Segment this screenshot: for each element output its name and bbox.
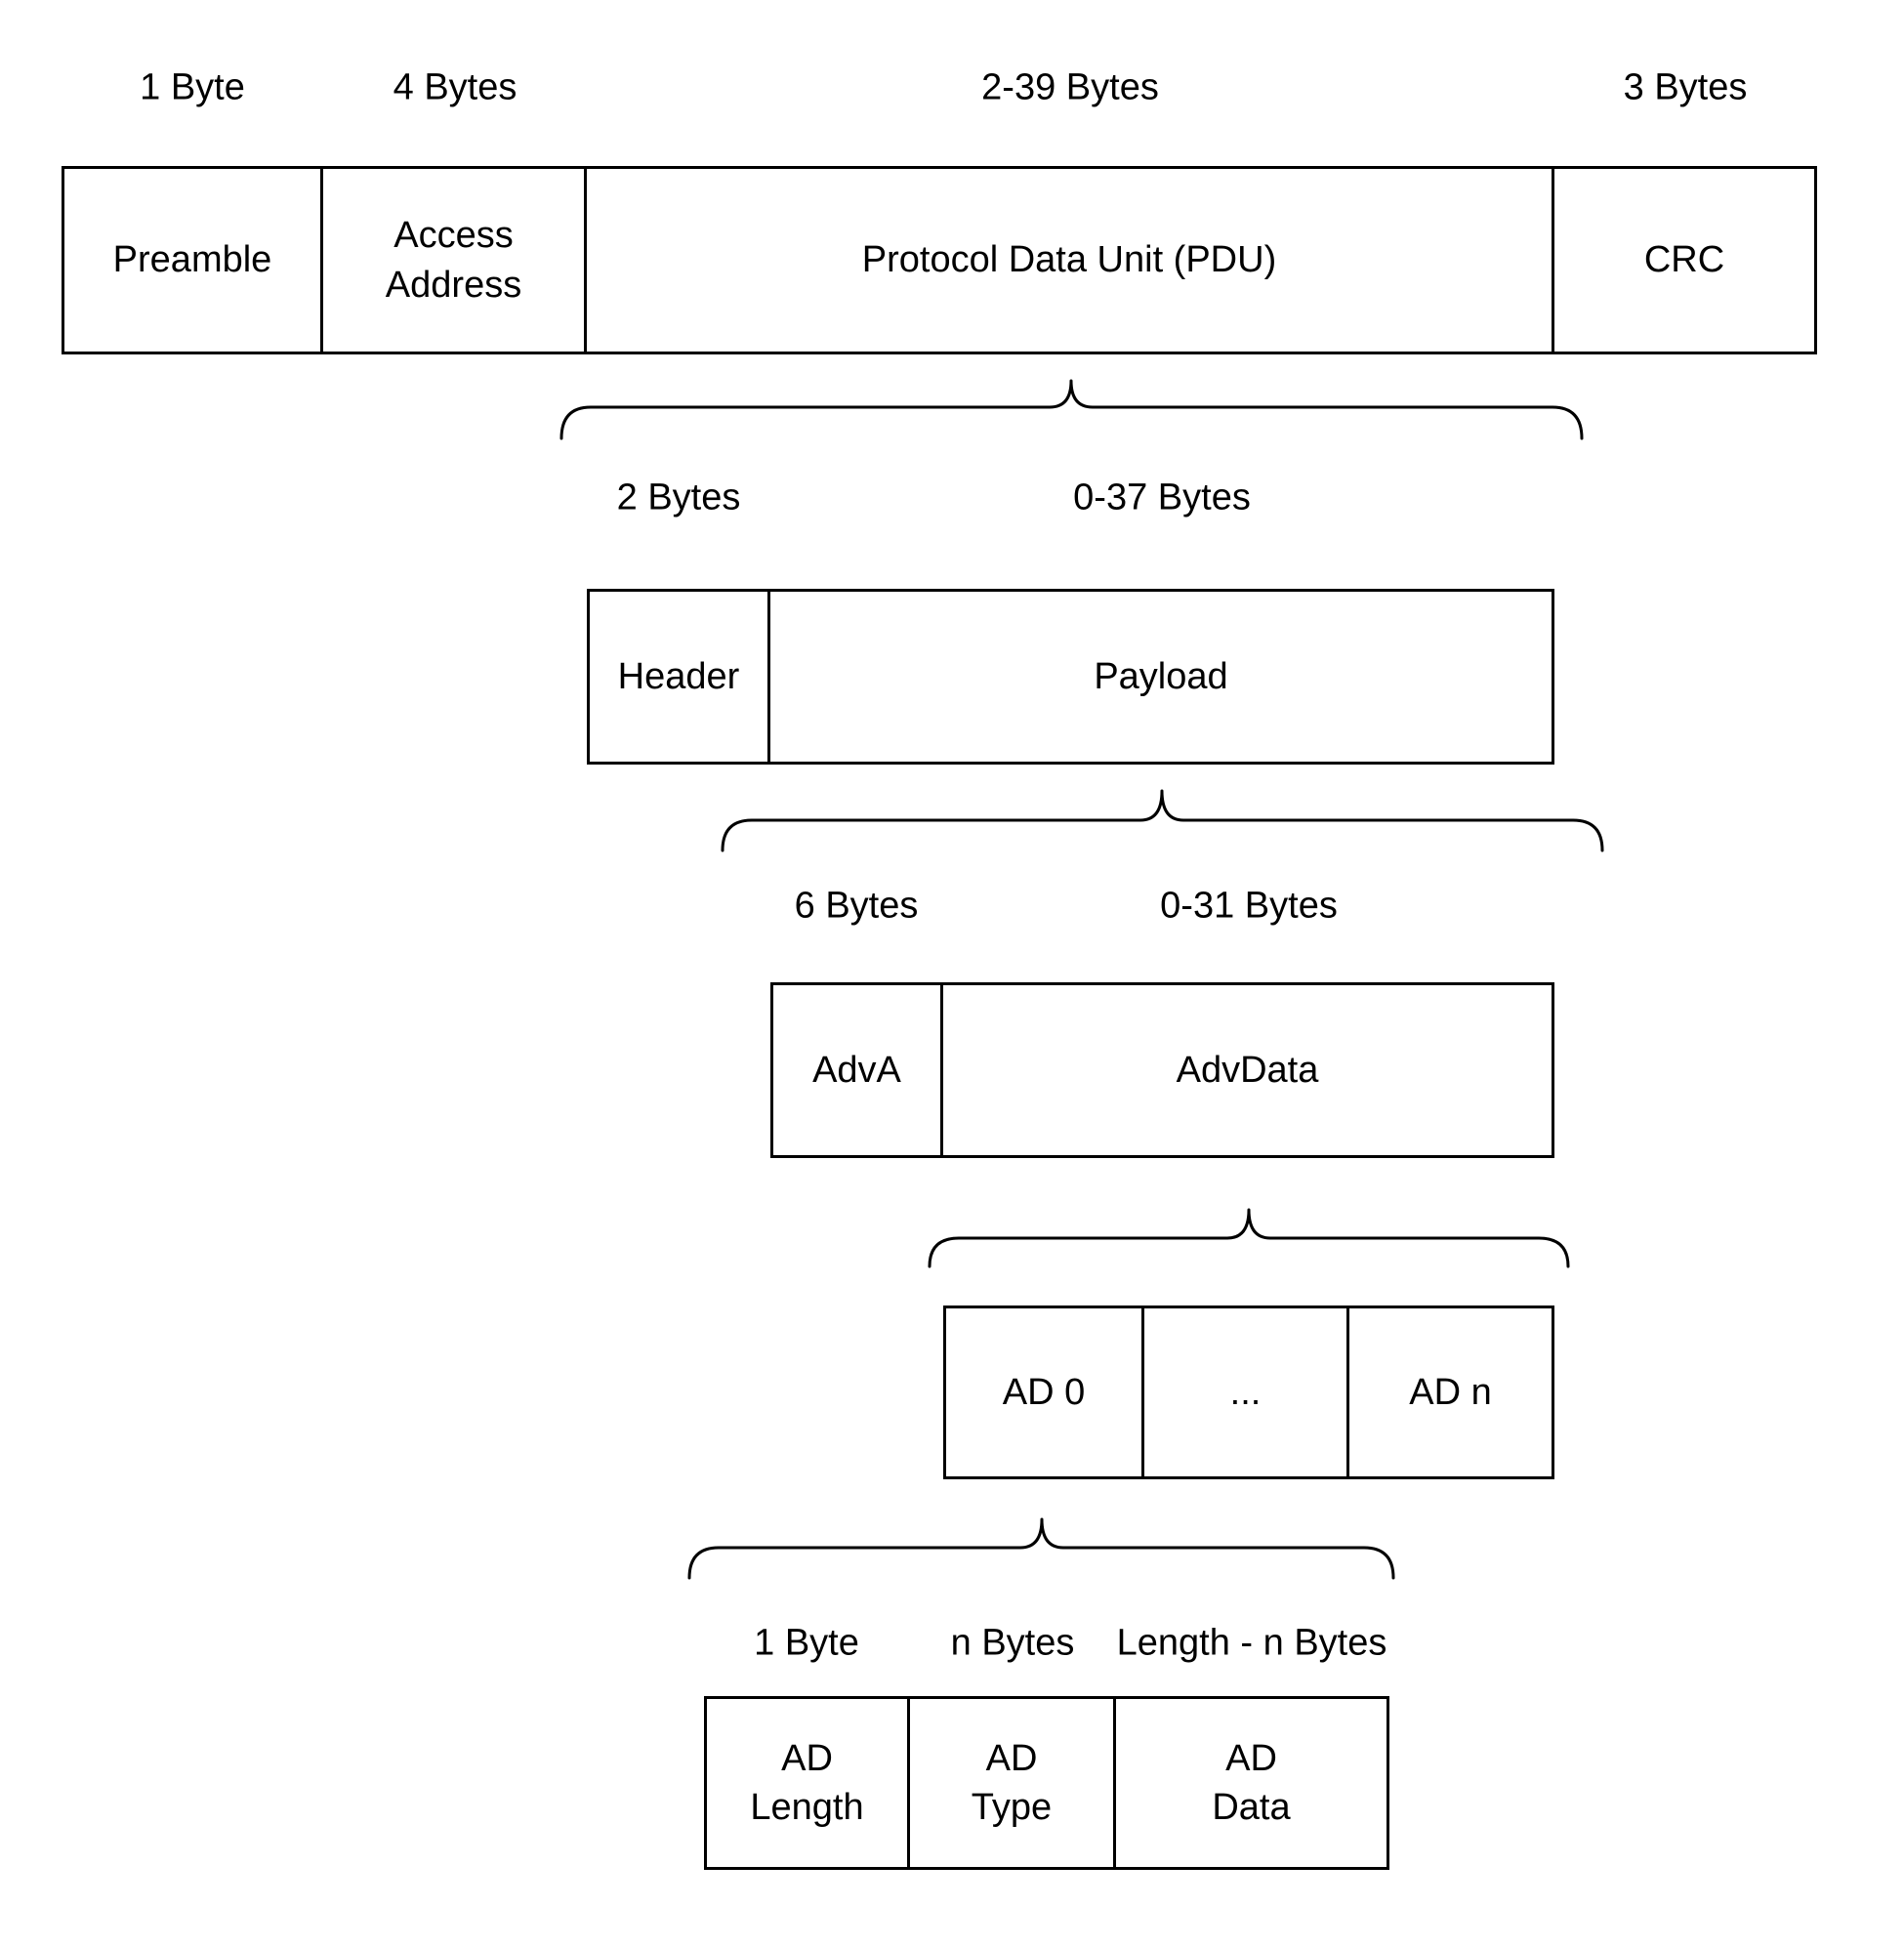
brace-ad0-expansion [687, 1517, 1395, 1580]
field-ad-ellipsis: ... [1144, 1306, 1349, 1479]
field-adva: AdvA [770, 982, 943, 1158]
size-label-payload: 0-37 Bytes [1073, 477, 1251, 518]
size-label-pdu: 2-39 Bytes [981, 66, 1159, 108]
field-access-address: Access Address [323, 166, 587, 354]
size-label-header: 2 Bytes [616, 477, 741, 518]
field-header: Header [587, 589, 770, 765]
size-label-crc: 3 Bytes [1623, 66, 1748, 108]
size-label-advdata: 0-31 Bytes [1160, 885, 1338, 927]
size-label-ad-data: Length - n Bytes [1116, 1622, 1387, 1664]
payload-row: AdvA AdvData [770, 982, 1554, 1158]
size-label-access-address: 4 Bytes [393, 66, 517, 108]
advdata-row: AD 0 ... AD n [943, 1306, 1554, 1479]
field-pdu: Protocol Data Unit (PDU) [587, 166, 1554, 354]
field-adn: AD n [1349, 1306, 1554, 1479]
brace-payload-expansion [721, 789, 1604, 852]
pdu-row: Header Payload [587, 589, 1554, 765]
field-crc: CRC [1554, 166, 1817, 354]
brace-pdu-expansion [559, 379, 1584, 440]
size-label-adva: 6 Bytes [794, 885, 919, 927]
field-ad0: AD 0 [943, 1306, 1144, 1479]
size-label-ad-length: 1 Byte [754, 1622, 859, 1664]
field-ad-data: AD Data [1116, 1696, 1389, 1870]
field-preamble: Preamble [62, 166, 323, 354]
packet-row: Preamble Access Address Protocol Data Un… [62, 166, 1817, 354]
field-ad-type: AD Type [910, 1696, 1116, 1870]
ad-structure-row: AD Length AD Type AD Data [704, 1696, 1389, 1870]
field-advdata: AdvData [943, 982, 1554, 1158]
field-ad-length: AD Length [704, 1696, 910, 1870]
size-label-ad-type: n Bytes [950, 1622, 1075, 1664]
size-label-preamble: 1 Byte [140, 66, 245, 108]
field-payload: Payload [770, 589, 1554, 765]
brace-advdata-expansion [928, 1208, 1570, 1268]
